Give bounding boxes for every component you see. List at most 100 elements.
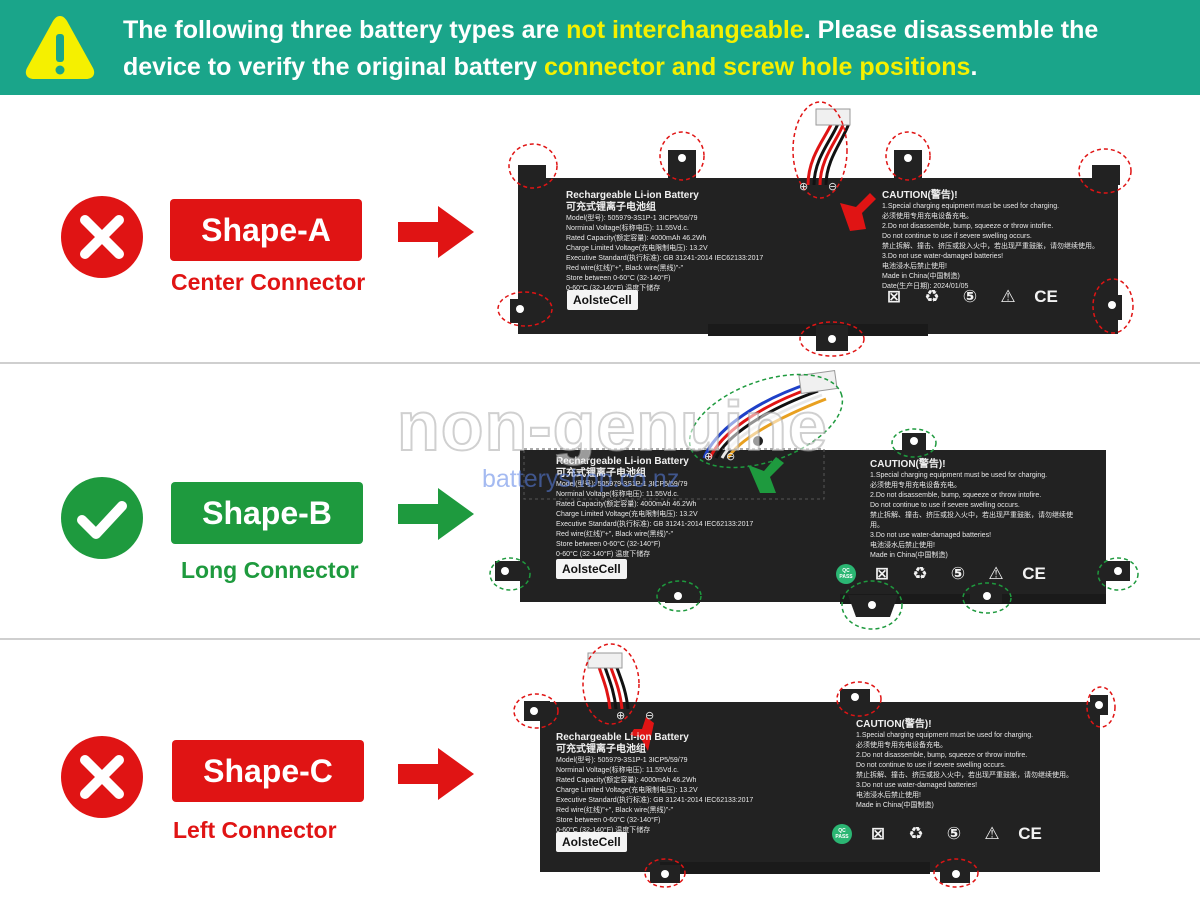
- epup-5-icon: ⑤: [946, 824, 962, 843]
- banner-message: The following three battery types are no…: [123, 12, 1183, 86]
- minus-terminal-icon: ⊖: [828, 181, 838, 193]
- battery-b-caution: CAUTION(警告)! 1.Special charging equipmen…: [870, 459, 1080, 561]
- battery-a-caution: CAUTION(警告)! 1.Special charging equipmen…: [882, 190, 1102, 292]
- cert-icons: ⊠ ♻ ⑤ ⚠ CE: [882, 285, 1058, 309]
- watermark-non-genuine: non-genuine: [396, 386, 828, 466]
- battery-title-cn: 可充式锂离子电池组: [556, 744, 646, 755]
- ce-mark-icon: CE: [1018, 824, 1042, 843]
- caution-line: 电池浸水后禁止使用!: [856, 792, 921, 799]
- caution-line: 1.Special charging equipment must be use…: [856, 732, 1034, 739]
- warning-triangle-icon: [25, 16, 95, 79]
- caution-line: Do not continue to use if severe swellin…: [856, 762, 1006, 769]
- row-shape-b: Shape-B Long Connector: [0, 363, 1200, 639]
- arrow-right-icon: [398, 748, 474, 800]
- battery-store-cn: 0-60°C (32-140°F) 温度下储存: [566, 285, 661, 292]
- battery-wires: Red wire(红线)"+", Black wire(黑线)"-": [556, 531, 674, 538]
- wheelie-bin-icon: ⊠: [886, 287, 902, 306]
- center-connector-label: Center Connector: [171, 269, 366, 295]
- qc-pass-badge: QC PASS: [832, 824, 852, 844]
- banner-text-part2: . Please disassemble the device to verif…: [123, 16, 1099, 81]
- shape-c-label: Shape-C: [172, 740, 364, 802]
- caution-line: 电池浸水后禁止使用!: [882, 263, 947, 270]
- battery-wires: Red wire(红线)"+", Black wire(黑线)"-": [566, 265, 684, 272]
- battery-capacity: Rated Capacity(额定容量): 4000mAh 46.2Wh: [556, 777, 697, 784]
- caution-line: 2.Do not disassemble, bump, squeeze or t…: [882, 223, 1054, 230]
- arrow-right-icon: [398, 488, 474, 540]
- caution-line: 必须使用专用充电设备充电。: [882, 213, 973, 220]
- battery-store: Store between 0-60°C (32-140°F): [556, 541, 661, 548]
- row-shape-a: Shape-A Center Connector: [0, 95, 1200, 363]
- caution-line: Do not continue to use if severe swellin…: [882, 233, 1032, 240]
- caution-line: 1.Special charging equipment must be use…: [882, 203, 1060, 210]
- banner-text-part3: .: [970, 53, 978, 81]
- checkmark-icon: [61, 477, 143, 559]
- row-divider: [0, 638, 1200, 640]
- plus-terminal-icon: ⊕: [799, 181, 809, 193]
- caution-title: CAUTION(警告)!: [882, 190, 958, 201]
- battery-charge: Charge Limited Voltage(充电限制电压): 13.2V: [556, 511, 698, 518]
- wheelie-bin-icon: ⊠: [870, 824, 886, 843]
- plus-terminal-icon: ⊕: [616, 710, 626, 722]
- battery-wires: Red wire(红线)"+", Black wire(黑线)"-": [556, 807, 674, 814]
- battery-capacity: Rated Capacity(额定容量): 4000mAh 46.2Wh: [556, 501, 697, 508]
- battery-model: Model(型号): 505979-3S1P-1 3ICP5/59/79: [566, 215, 698, 222]
- recycle-icon: ♻: [924, 287, 940, 306]
- shape-a-label: Shape-A: [170, 199, 362, 261]
- production-date: Date(生产日期): 2024/01/05: [882, 283, 969, 290]
- epup-5-icon: ⑤: [962, 287, 978, 306]
- caution-line: 电池浸水后禁止使用!: [870, 542, 935, 549]
- battery-standard: Executive Standard(执行标准): GB 31241-2014 …: [556, 521, 754, 528]
- arrow-right-icon: [398, 206, 474, 258]
- battery-shape-c: [513, 643, 1116, 888]
- battery-title-cn: 可充式锂离子电池组: [566, 202, 656, 213]
- recycle-icon: ♻: [908, 824, 924, 843]
- banner-highlight-2: connector and screw hole positions: [543, 53, 971, 81]
- caution-line: 3.Do not use water-damaged batteries!: [856, 782, 978, 789]
- cert-icons: QC PASS ⊠ ♻ ⑤ ⚠ CE: [836, 562, 1046, 586]
- made-in: Made in China(中国制造): [870, 552, 948, 559]
- brand-label: AolsteCell: [556, 832, 627, 852]
- battery-voltage: Norminal Voltage(标称电压): 11.55Vd.c.: [566, 225, 689, 232]
- shape-b-label: Shape-B: [171, 482, 363, 544]
- battery-title-en: Rechargeable Li-ion Battery: [556, 456, 689, 467]
- caution-line: 必须使用专用充电设备充电。: [870, 482, 961, 489]
- battery-c-caution: CAUTION(警告)! 1.Special charging equipmen…: [856, 719, 1086, 811]
- wheelie-bin-icon: ⊠: [874, 564, 890, 583]
- battery-model: Model(型号): 505979-3S1P-1 3ICP5/59/79: [556, 757, 688, 764]
- caution-line: 3.Do not use water-damaged batteries!: [882, 253, 1004, 260]
- long-connector-label: Long Connector: [181, 557, 359, 583]
- plus-terminal-icon: ⊕: [704, 451, 714, 463]
- caution-line: 必须使用专用充电设备充电。: [856, 742, 947, 749]
- battery-store-cn: 0-60°C (32-140°F) 温度下储存: [556, 827, 651, 834]
- left-connector-label: Left Connector: [173, 817, 337, 843]
- battery-title-en: Rechargeable Li-ion Battery: [556, 732, 689, 743]
- banner-text-part1: The following three battery types are: [123, 16, 567, 44]
- banner-highlight-1: not interchangeable: [566, 16, 804, 44]
- battery-store-cn: 0-60°C (32-140°F) 温度下储存: [556, 551, 651, 558]
- made-in: Made in China(中国制造): [856, 802, 934, 809]
- caution-line: 禁止拆解、撞击、挤压或投入火中，若出现严重鼓胀，请勿继续使用。: [882, 243, 1099, 250]
- caution-line: 2.Do not disassemble, bump, squeeze or t…: [870, 492, 1042, 499]
- warning-triangle-icon: ⚠: [1000, 287, 1016, 306]
- battery-a-label-left: Rechargeable Li-ion Battery 可充式锂离子电池组 Mo…: [566, 190, 846, 294]
- caution-line: 2.Do not disassemble, bump, squeeze or t…: [856, 752, 1028, 759]
- minus-terminal-icon: ⊖: [645, 710, 655, 722]
- battery-title-cn: 可充式锂离子电池组: [556, 468, 646, 479]
- caution-line: 1.Special charging equipment must be use…: [870, 472, 1048, 479]
- brand-label: AolsteCell: [556, 559, 627, 579]
- ce-mark-icon: CE: [1022, 564, 1046, 583]
- battery-model: Model(型号): 505979-3S1P-1 3ICP5/59/79: [556, 481, 688, 488]
- ce-mark-icon: CE: [1034, 287, 1058, 306]
- battery-standard: Executive Standard(执行标准): GB 31241-2014 …: [566, 255, 764, 262]
- cross-icon: [61, 196, 143, 278]
- caution-line: 禁止拆解、撞击、挤压或投入火中，若出现严重鼓胀，请勿继续使用。: [856, 772, 1073, 779]
- battery-standard: Executive Standard(执行标准): GB 31241-2014 …: [556, 797, 754, 804]
- warning-triangle-icon: ⚠: [984, 824, 1000, 843]
- qc-pass-badge: QC PASS: [836, 564, 856, 584]
- row-divider: [0, 362, 1200, 364]
- battery-b-label-left: Rechargeable Li-ion Battery 可充式锂离子电池组 Mo…: [556, 456, 836, 560]
- caution-line: 3.Do not use water-damaged batteries!: [870, 532, 992, 539]
- battery-charge: Charge Limited Voltage(充电限制电压): 13.2V: [566, 245, 708, 252]
- minus-terminal-icon: ⊖: [726, 451, 736, 463]
- warning-triangle-icon: ⚠: [988, 564, 1004, 583]
